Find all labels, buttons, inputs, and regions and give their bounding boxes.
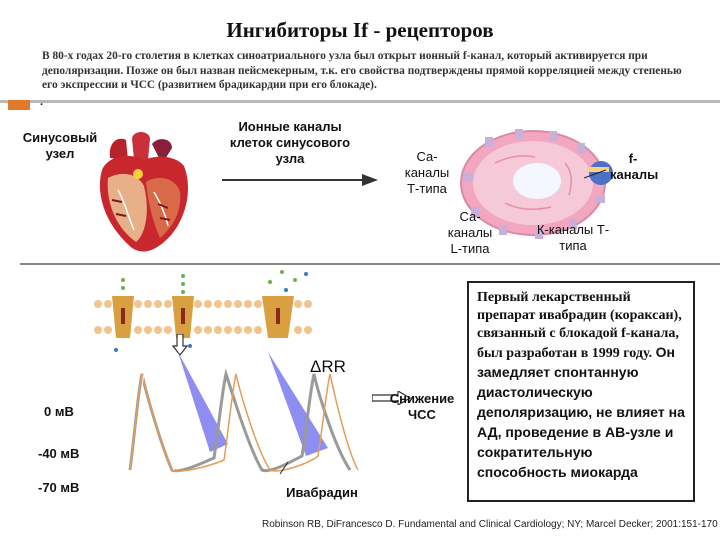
bullet-marker: .	[40, 96, 44, 108]
citation: Robinson RB, DiFrancesco D. Fundamental …	[262, 519, 718, 530]
slide-title: Ингибиторы If - рецепторов	[226, 18, 494, 42]
header-accent	[8, 100, 30, 110]
mv-0-label: 0 мВ	[44, 404, 74, 419]
ca-l-label: Са-каналы L-типа	[447, 209, 493, 256]
hr-decrease-label: Снижение ЧСС	[389, 391, 455, 422]
ion-channels-label: Ионные каналы клеток синусового узла	[229, 119, 351, 166]
info-box-sans-text: Он замедляет спонтанную диастолическую д…	[477, 344, 685, 480]
ca-t-label: Са-каналы Т-типа	[404, 149, 450, 196]
membrane-illustration	[94, 270, 312, 352]
section-divider	[20, 263, 720, 265]
f-channels-label: f-каналы	[610, 151, 659, 182]
cell-illustration	[460, 129, 613, 239]
delta-rr-label: ΔRR	[310, 357, 346, 376]
info-box-serif-text: Первый лекарственный препарат ивабрадин …	[477, 290, 682, 361]
arrow-down-icon	[172, 334, 188, 356]
arrow-right-icon	[372, 391, 412, 405]
heart-illustration	[99, 132, 188, 252]
sinus-node-label: Синусовый узел	[22, 130, 98, 161]
mv-40-label: -40 мВ	[38, 446, 80, 461]
f-channel-pointer-icon	[583, 169, 607, 179]
action-potential-plot	[128, 352, 359, 475]
mv-70-label: -70 мВ	[38, 480, 80, 495]
ivabradine-label: Ивабрадин	[286, 485, 358, 500]
k-t-label: К-каналы Т-типа	[536, 222, 610, 253]
info-box: Первый лекарственный препарат ивабрадин …	[467, 281, 695, 502]
header-rule	[0, 100, 720, 103]
intro-paragraph: В 80-х годах 20-го столетия в клетках си…	[42, 50, 682, 91]
arrow-right-icon	[222, 174, 378, 186]
